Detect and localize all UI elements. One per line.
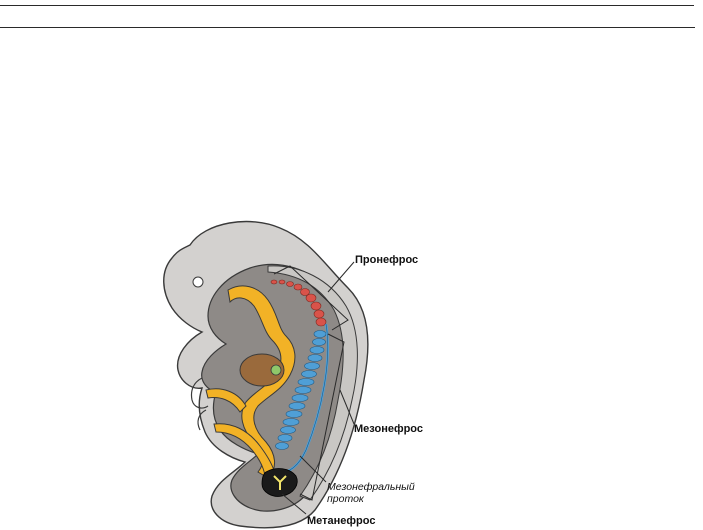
- liver-bud: [270, 364, 282, 376]
- label-mesonephric-duct-line1: Мезонефральный: [327, 481, 415, 493]
- embryo-diagram: [163, 220, 369, 529]
- label-leader-lines: [273, 261, 355, 515]
- embryo-kidney-figure: [150, 210, 440, 530]
- top-rule: [0, 5, 694, 6]
- pronephros-tubules: [270, 279, 327, 327]
- neural-tissue: [227, 285, 296, 479]
- mesonephros-tubules: [275, 330, 327, 450]
- label-mesonephric-duct-line2: проток: [327, 493, 364, 505]
- ureteric-bud: [273, 475, 287, 490]
- dorsal-band: [267, 265, 358, 501]
- label-pronephros: Пронефрос: [355, 254, 419, 266]
- header-rule: [0, 27, 695, 28]
- eye-circle: [192, 276, 204, 288]
- neural-fold-lower: [205, 388, 247, 413]
- pharyngeal-opening-2: [197, 409, 207, 431]
- pharyngeal-opening: [190, 377, 209, 409]
- label-mesonephric-duct: Мезонефральный проток: [327, 481, 415, 505]
- heart-shape: [239, 353, 285, 387]
- label-metanephros: Метанефрос: [307, 515, 376, 527]
- label-mesonephros: Мезонефрос: [354, 423, 423, 435]
